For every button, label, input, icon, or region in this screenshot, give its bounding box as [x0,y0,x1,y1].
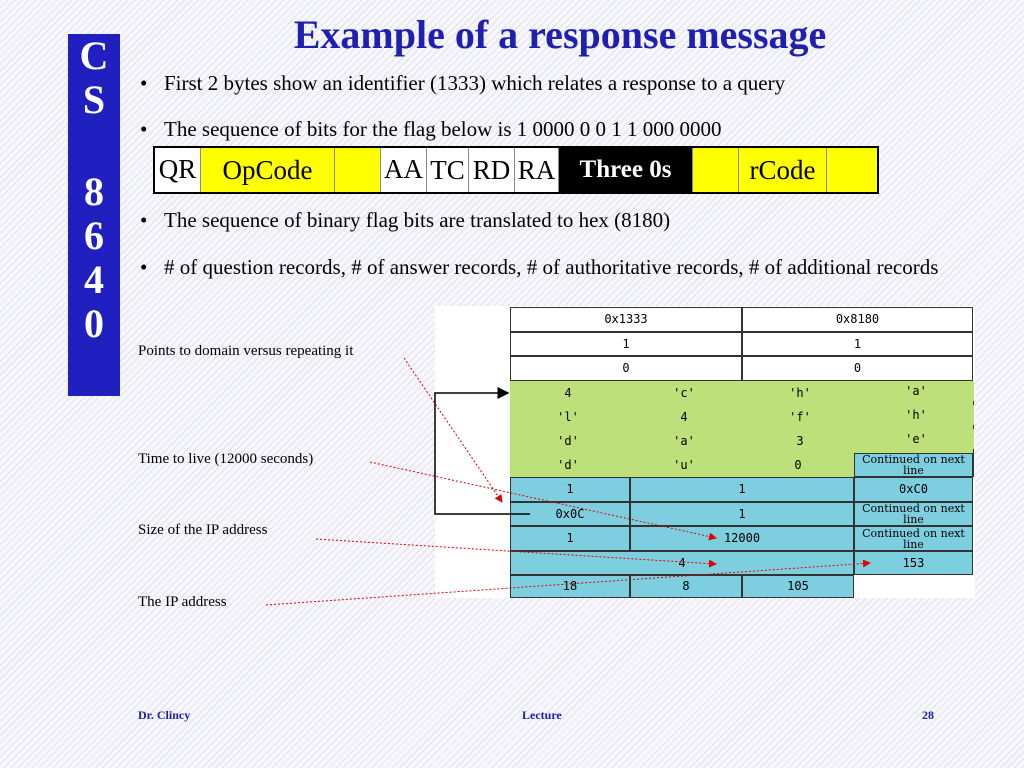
course-letter: C [79,33,109,78]
qname-byte: 'c' [626,381,742,405]
bullet-identifier: First 2 bytes show an identifier (1333) … [140,68,940,98]
dotted-link-ttl [369,461,717,541]
cell-continued: Continued on next line [854,526,973,551]
cell-ttl: 12000 [630,526,854,551]
bullet-record-counts: # of question records, # of answer recor… [140,252,940,282]
flag-ra: RA [515,148,559,192]
flag-aa: AA [381,148,427,192]
cell-answer-count: 1 [742,332,973,356]
flag-rd: RD [469,148,515,192]
pointer-arrow [434,387,530,515]
qname-byte: 'h' [742,381,858,405]
label-domain-pointer: Points to domain versus repeating it [138,343,354,359]
qname-byte: 'd' [510,453,626,477]
cell-continued: Continued on next line [854,502,973,526]
qname-byte: 4 [626,405,742,429]
cell-answer-type: 1 [630,502,854,526]
cell-additional-count: 0 [742,356,973,381]
cell-identifier: 0x1333 [510,307,742,332]
qname-byte: 'd' [510,429,626,453]
cell-answer-class: 1 [510,526,630,551]
flag-spacer [335,148,381,192]
flag-qr: QR [155,148,201,192]
qname-byte: 3 [742,429,858,453]
qname-byte: 'l' [510,405,626,429]
course-digit: 0 [84,301,104,346]
qname-byte: 'h' [858,405,974,425]
flag-spacer [827,148,875,192]
course-digit: 6 [84,213,104,258]
flag-tc: TC [427,148,469,192]
qname-byte: 0 [742,453,854,477]
course-letter: S [82,77,106,122]
dotted-link-ip [265,559,871,606]
qname-byte: 'a' [626,429,742,453]
label-ip-address: The IP address [138,594,227,610]
flag-rcode: rCode [739,148,827,192]
footer-page-number: 28 [922,708,934,722]
dotted-link-ip-size [315,538,717,568]
footer-center: Lecture [522,708,562,722]
footer-author: Dr. Clincy [138,708,191,722]
qname-byte: 'f' [742,405,858,429]
slide-title: Example of a response message [293,12,827,57]
bullet-hex: The sequence of binary flag bits are tra… [140,205,940,235]
cell-question-count: 1 [510,332,742,356]
label-ttl: Time to live (12000 seconds) [138,451,314,467]
qname-byte: 'u' [626,453,742,477]
course-digit: 8 [84,169,104,214]
cell-query-type: 1 [510,477,630,502]
qname-byte: 'a' [858,381,974,401]
course-code-banner: C S 8 6 4 0 [68,34,120,396]
cell-authority-count: 0 [510,356,742,381]
flag-opcode: OpCode [201,148,335,192]
flags-field-diagram: QR OpCode AA TC RD RA Three 0s rCode [153,146,879,194]
cell-rdlength: 4 [510,551,854,575]
course-digit: 4 [84,257,104,302]
flag-spacer [693,148,739,192]
cell-continued: Continued on next line [854,453,973,477]
qname-byte: 4 [510,381,626,405]
flag-three-zeros: Three 0s [559,148,693,192]
label-ip-size: Size of the IP address [138,522,268,538]
bullet-flag-bits: The sequence of bits for the flag below … [140,114,940,144]
cell-ip-byte: 153 [854,551,973,575]
cell-pointer: 0xC0 [854,477,973,502]
dotted-link-domain [403,357,503,503]
cell-ip-byte: 105 [742,575,854,598]
cell-ip-byte: 18 [510,575,630,598]
cell-flags-hex: 0x8180 [742,307,973,332]
cell-query-class: 1 [630,477,854,502]
qname-byte: 'e' [858,429,974,449]
